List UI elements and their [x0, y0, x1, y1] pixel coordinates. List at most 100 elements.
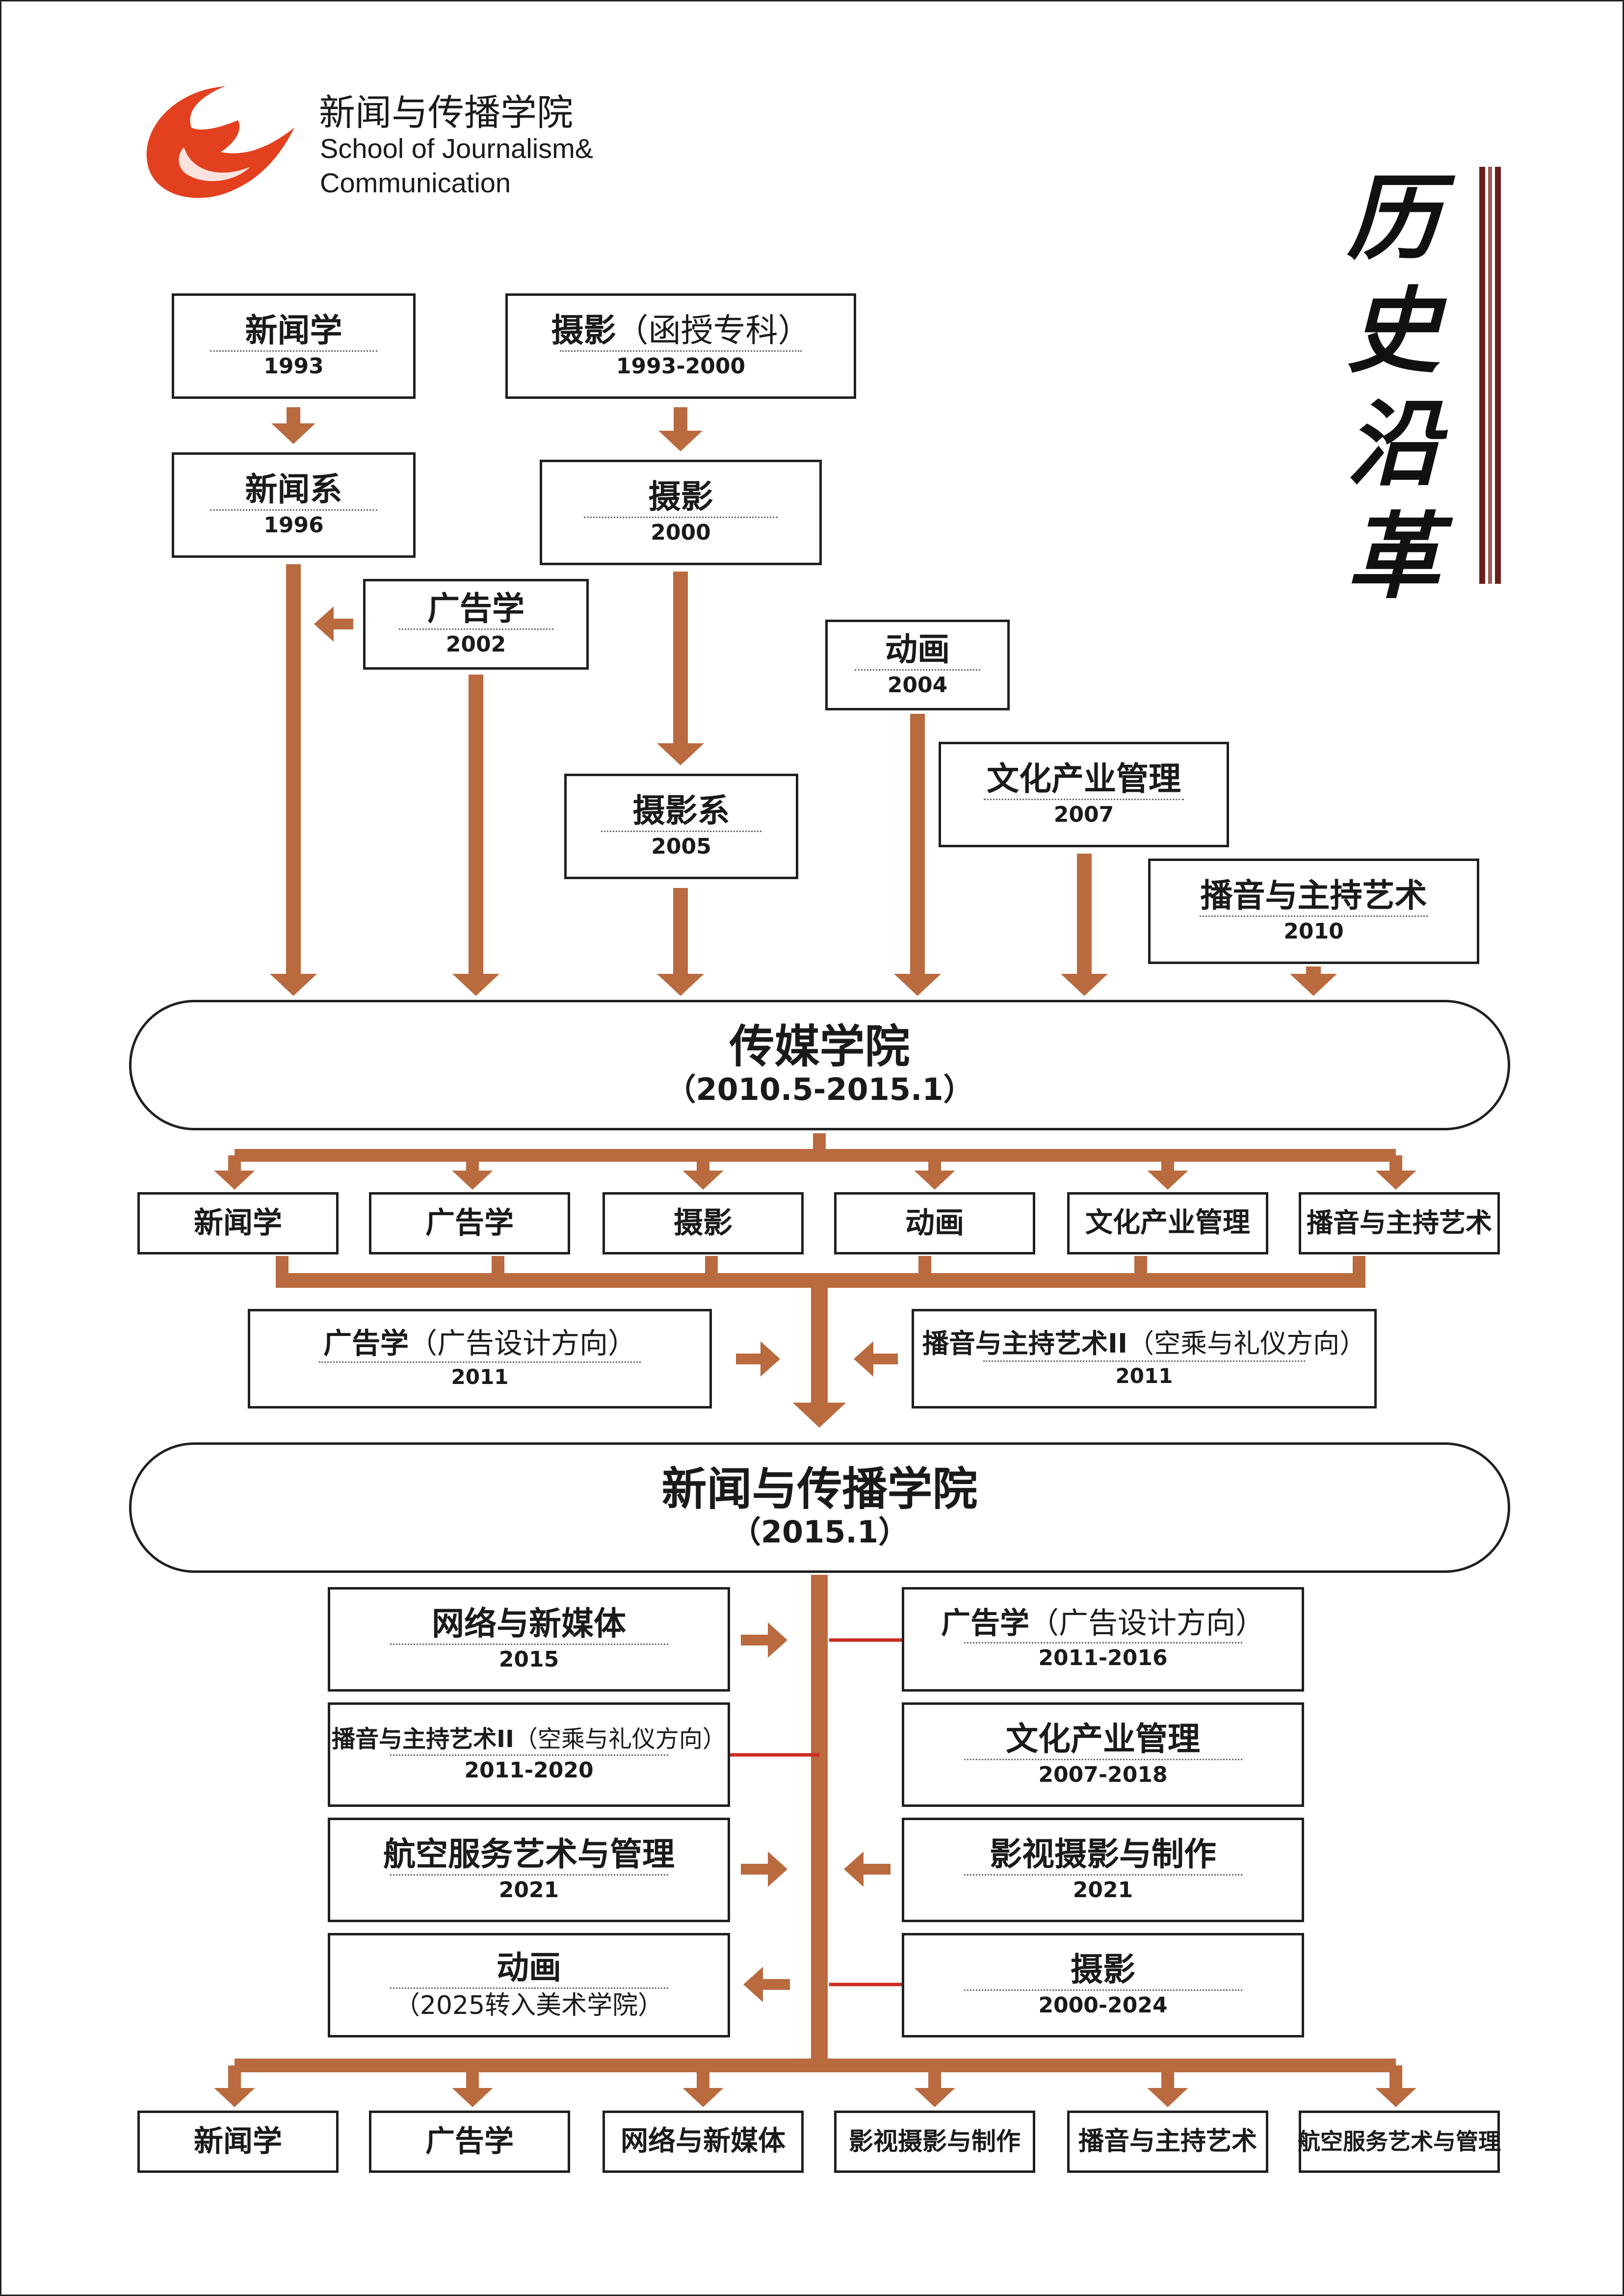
- origin-date: 1996: [210, 509, 377, 537]
- major-name: 摄影: [674, 1206, 733, 1240]
- major-name: 新闻学: [194, 1206, 282, 1240]
- origin-journalism-dept: 新闻系 1996: [172, 452, 416, 558]
- current-major: 航空服务艺术与管理: [1298, 2111, 1501, 2173]
- arrow-head: [1147, 1171, 1188, 1190]
- college-journalism-communication: 新闻与传播学院 （2015.1）: [129, 1442, 1510, 1573]
- major-name: 航空服务艺术与管理: [1298, 2128, 1501, 2155]
- change-broadcasting-flight: 播音与主持艺术II（空乘与礼仪方向） 2011-2020: [328, 1702, 730, 1807]
- origin-name: 新闻系: [245, 470, 342, 509]
- change-date: （2025转入美术学院）: [390, 1987, 668, 2020]
- major-name: 动画: [905, 1206, 964, 1240]
- arrow-head: [914, 1171, 955, 1190]
- origin-journalism: 新闻学 1993: [172, 293, 416, 399]
- heading-char: 沿: [1346, 389, 1440, 498]
- heading-decor-bar: [1479, 167, 1501, 584]
- origin-advertising: 广告学 2002: [363, 579, 589, 670]
- addition-broadcasting-flight: 播音与主持艺术II（空乘与礼仪方向） 2011: [912, 1309, 1377, 1409]
- current-major: 广告学: [369, 2111, 570, 2173]
- arrow-right: [741, 1852, 787, 1887]
- change-date: 2007-2018: [964, 1759, 1242, 1787]
- arrow-head: [914, 2088, 955, 2107]
- arrow-right: [741, 1622, 787, 1658]
- heading-char: 历: [1346, 163, 1440, 273]
- arrow-head: [682, 2088, 724, 2107]
- origin-photography-correspondence: 摄影（函授专科） 1993-2000: [505, 293, 856, 399]
- major-name: 影视摄影与制作: [849, 2127, 1021, 2156]
- change-photography: 摄影 2000-2024: [902, 1933, 1304, 2037]
- major-name: 广告学: [425, 2124, 514, 2159]
- change-name: 广告学（广告设计方向）: [941, 1606, 1265, 1641]
- origin-photography-dept: 摄影系 2005: [564, 774, 798, 879]
- current-major: 网络与新媒体: [602, 2111, 804, 2173]
- major-name: 网络与新媒体: [621, 2125, 786, 2158]
- arrow-head: [682, 1171, 724, 1190]
- college-name: 传媒学院: [729, 1020, 910, 1073]
- arrow-head: [1061, 974, 1108, 996]
- origin-date: 2007: [984, 799, 1184, 827]
- arrow-head: [1375, 2088, 1416, 2107]
- college-name: 新闻与传播学院: [661, 1463, 978, 1516]
- origin-cultural-industry: 文化产业管理 2007: [939, 742, 1229, 847]
- change-name: 影视摄影与制作: [990, 1835, 1216, 1874]
- origin-animation: 动画 2004: [825, 620, 1010, 710]
- current-major: 影视摄影与制作: [834, 2111, 1035, 2173]
- college-period: （2015.1）: [730, 1514, 909, 1550]
- change-advertising-design: 广告学（广告设计方向） 2011-2016: [902, 1587, 1304, 1692]
- addition-name: 播音与主持艺术II（空乘与礼仪方向）: [922, 1328, 1366, 1359]
- arrow-head: [1290, 974, 1337, 996]
- college1-major: 新闻学: [137, 1192, 339, 1254]
- origin-name: 摄影系: [632, 792, 730, 830]
- college-media: 传媒学院 （2010.5-2015.1）: [129, 1000, 1510, 1130]
- major-name: 播音与主持艺术: [1307, 1207, 1492, 1239]
- origin-date: 1993: [210, 350, 377, 378]
- arrow-head: [657, 974, 704, 996]
- change-date: 2015: [390, 1644, 668, 1671]
- addition-date: 2011: [319, 1361, 641, 1388]
- change-cultural-industry: 文化产业管理 2007-2018: [902, 1702, 1304, 1807]
- arrow-left: [854, 1341, 898, 1377]
- heading-char: 革: [1346, 502, 1440, 611]
- change-date: 2021: [964, 1874, 1242, 1902]
- major-name: 文化产业管理: [1085, 1207, 1250, 1239]
- college1-major: 播音与主持艺术: [1299, 1192, 1500, 1254]
- arrow-head: [270, 974, 317, 996]
- arrow-left: [314, 606, 353, 642]
- arrow-left: [743, 1967, 790, 2002]
- college-period: （2010.5-2015.1）: [665, 1071, 974, 1108]
- origin-name: 播音与主持艺术: [1200, 877, 1427, 915]
- origin-date: 2005: [601, 831, 761, 859]
- change-film-photography: 影视摄影与制作 2021: [902, 1818, 1304, 1922]
- change-name: 摄影: [1071, 1951, 1135, 1989]
- arrow-right: [736, 1341, 780, 1377]
- current-major: 新闻学: [137, 2111, 339, 2173]
- change-date: 2000-2024: [964, 1989, 1242, 2017]
- origin-date: 1993-2000: [559, 350, 802, 378]
- change-aviation-service: 航空服务艺术与管理 2021: [328, 1818, 730, 1922]
- change-animation: 动画 （2025转入美术学院）: [328, 1933, 730, 2037]
- heading-char: 史: [1346, 276, 1440, 386]
- change-name: 航空服务艺术与管理: [383, 1835, 675, 1874]
- origin-name: 新闻学: [245, 312, 342, 350]
- arrow-head: [792, 1403, 846, 1428]
- arrow-left: [844, 1852, 891, 1887]
- logo-name-cn: 新闻与传播学院: [319, 92, 573, 134]
- change-date: 2011-2020: [390, 1754, 668, 1782]
- addition-name: 广告学（广告设计方向）: [323, 1327, 637, 1360]
- logo-name-en-line2: Communication: [320, 167, 511, 198]
- college1-major: 摄影: [602, 1192, 804, 1254]
- major-name: 播音与主持艺术: [1078, 2127, 1257, 2157]
- change-new-media: 网络与新媒体 2015: [328, 1587, 730, 1692]
- origin-date: 2010: [1199, 915, 1428, 943]
- college1-major: 文化产业管理: [1067, 1192, 1268, 1254]
- arrow-head: [214, 1171, 255, 1190]
- change-name: 播音与主持艺术II（空乘与礼仪方向）: [332, 1725, 726, 1753]
- arrow-head: [452, 1171, 493, 1190]
- arrow-head: [894, 974, 941, 996]
- origin-date: 2002: [398, 628, 553, 656]
- change-date: 2021: [390, 1874, 668, 1902]
- arrow-head: [1375, 1171, 1416, 1190]
- arrow-head: [271, 423, 315, 444]
- origin-photography: 摄影 2000: [540, 460, 822, 565]
